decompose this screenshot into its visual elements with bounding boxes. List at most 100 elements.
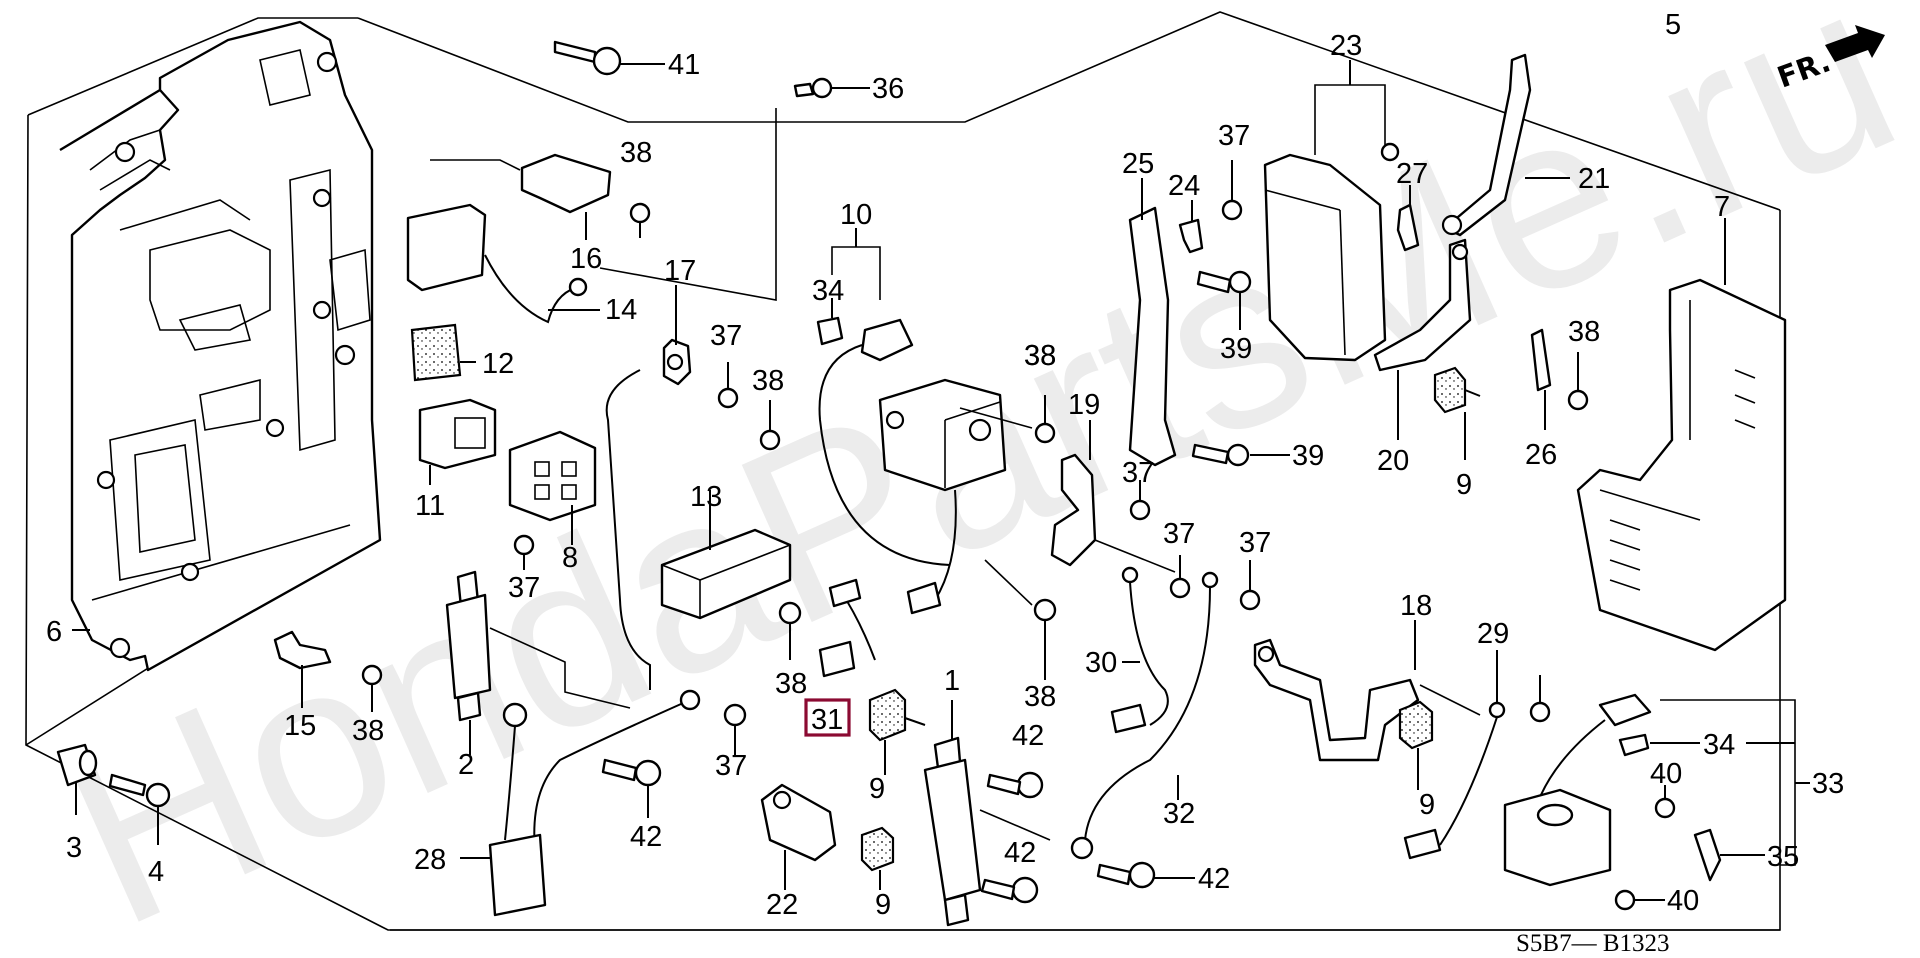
callout-30[interactable]: 30 <box>1085 647 1117 679</box>
callout-38-e[interactable]: 38 <box>1024 681 1056 713</box>
callout-23[interactable]: 23 <box>1330 30 1362 62</box>
callout-37-a[interactable]: 37 <box>710 320 742 352</box>
callout-38-g[interactable]: 38 <box>1568 316 1600 348</box>
callout-41[interactable]: 41 <box>668 49 700 81</box>
callout-34-upper[interactable]: 34 <box>812 275 844 307</box>
callout-31[interactable]: 31 <box>811 704 843 736</box>
callout-11[interactable]: 11 <box>415 490 445 522</box>
callout-36[interactable]: 36 <box>872 73 904 105</box>
part-9-sensor-mid <box>1398 700 1434 790</box>
callout-7[interactable]: 7 <box>1714 191 1730 223</box>
part-4-bolt <box>108 773 171 845</box>
callout-21[interactable]: 21 <box>1578 163 1610 195</box>
callout-19[interactable]: 19 <box>1068 389 1100 421</box>
part-9-sensor-lower <box>860 826 895 890</box>
callout-4[interactable]: 4 <box>148 856 164 888</box>
part-3-spacer <box>56 743 98 815</box>
part-11-relay <box>418 398 497 485</box>
callout-10[interactable]: 10 <box>840 199 872 231</box>
part-27-clip <box>1396 185 1420 252</box>
callout-37-e[interactable]: 37 <box>1122 457 1154 489</box>
highlight-box <box>804 698 851 737</box>
callout-29[interactable]: 29 <box>1477 618 1509 650</box>
callout-2[interactable]: 2 <box>458 749 474 781</box>
part-17-bracket <box>605 285 781 690</box>
part-12-pad <box>410 323 476 382</box>
callout-42-c[interactable]: 42 <box>1004 837 1036 869</box>
callout-26[interactable]: 26 <box>1525 439 1557 471</box>
part-2-fuse-holder <box>445 570 631 755</box>
callout-14[interactable]: 14 <box>605 294 637 326</box>
callout-34-right[interactable]: 34 <box>1703 729 1735 761</box>
callout-37-c[interactable]: 37 <box>715 750 747 782</box>
callout-1[interactable]: 1 <box>944 665 960 697</box>
callout-6[interactable]: 6 <box>46 616 62 648</box>
part-10-harness <box>816 228 1057 680</box>
part-9-sensor-right <box>1433 366 1481 460</box>
diagram-code: S5B7— B1323 <box>1516 930 1670 957</box>
part-25-strap <box>1128 178 1290 467</box>
callout-35[interactable]: 35 <box>1767 841 1799 873</box>
callout-9-center[interactable]: 9 <box>869 773 885 805</box>
part-7-cover <box>1576 218 1787 652</box>
callout-33[interactable]: 33 <box>1812 768 1844 800</box>
part-32-cable <box>1070 555 1261 860</box>
callout-17[interactable]: 17 <box>664 255 696 287</box>
part-6-case <box>59 20 382 672</box>
callout-9-mid[interactable]: 9 <box>1419 789 1435 821</box>
callout-37-g[interactable]: 37 <box>1239 527 1271 559</box>
callout-38-a[interactable]: 38 <box>620 137 652 169</box>
callout-38-d[interactable]: 38 <box>775 668 807 700</box>
part-42-bolts <box>601 758 1195 904</box>
callout-38-h[interactable]: 38 <box>1024 340 1056 372</box>
callout-38-f[interactable]: 38 <box>352 715 384 747</box>
callout-42-a[interactable]: 42 <box>630 821 662 853</box>
callout-32[interactable]: 32 <box>1163 798 1195 830</box>
callout-39-a[interactable]: 39 <box>1220 333 1252 365</box>
callout-22[interactable]: 22 <box>766 889 798 921</box>
callout-27[interactable]: 27 <box>1396 158 1428 190</box>
callout-38-b[interactable]: 38 <box>752 365 784 397</box>
part-15-bracket <box>273 630 383 712</box>
callout-42-d[interactable]: 42 <box>1198 863 1230 895</box>
callout-8[interactable]: 8 <box>562 542 578 574</box>
callout-13[interactable]: 13 <box>690 481 722 513</box>
arrow-right-icon <box>1825 25 1885 62</box>
callout-37-b[interactable]: 37 <box>508 572 540 604</box>
callout-9-lower[interactable]: 9 <box>875 889 891 921</box>
part-1-fuse <box>923 700 1051 927</box>
part-26-terminal <box>1530 328 1589 430</box>
part-22-bracket <box>760 783 837 890</box>
callout-15[interactable]: 15 <box>284 710 316 742</box>
callout-labels: 1 2 3 4 5 6 7 8 9 9 9 9 10 11 12 13 14 1… <box>46 9 1844 921</box>
part-28-cable <box>460 689 747 917</box>
part-20-bracket <box>1373 238 1472 440</box>
callout-5[interactable]: 5 <box>1665 9 1681 41</box>
part-8-connector <box>508 430 597 570</box>
callout-39-b[interactable]: 39 <box>1292 440 1324 472</box>
callout-3[interactable]: 3 <box>66 832 82 864</box>
part-41-bolt <box>553 40 665 76</box>
callout-25[interactable]: 25 <box>1122 148 1154 180</box>
callout-24[interactable]: 24 <box>1168 170 1200 202</box>
callout-42-b[interactable]: 42 <box>1012 720 1044 752</box>
callout-38-c[interactable]: 38 <box>1024 340 1056 372</box>
part-14-relay <box>406 203 600 324</box>
callout-20[interactable]: 20 <box>1377 445 1409 477</box>
callout-40-b[interactable]: 40 <box>1667 885 1699 917</box>
callout-9-right[interactable]: 9 <box>1456 469 1472 501</box>
part-13-module <box>660 490 802 660</box>
part-21-bracket <box>1441 53 1570 237</box>
part-29-cable <box>1403 650 1551 860</box>
part-36-bolt <box>599 77 870 301</box>
callout-18[interactable]: 18 <box>1400 590 1432 622</box>
callout-16[interactable]: 16 <box>570 243 602 275</box>
part-33-sensor-assy <box>1503 693 1810 911</box>
callout-28[interactable]: 28 <box>414 844 446 876</box>
part-19-bracket <box>1050 420 1176 573</box>
callout-40-a[interactable]: 40 <box>1650 758 1682 790</box>
callout-37-f[interactable]: 37 <box>1163 518 1195 550</box>
callout-31-highlight[interactable]: 31 <box>804 698 851 737</box>
callout-12[interactable]: 12 <box>482 348 514 380</box>
callout-37-d[interactable]: 37 <box>1218 120 1250 152</box>
